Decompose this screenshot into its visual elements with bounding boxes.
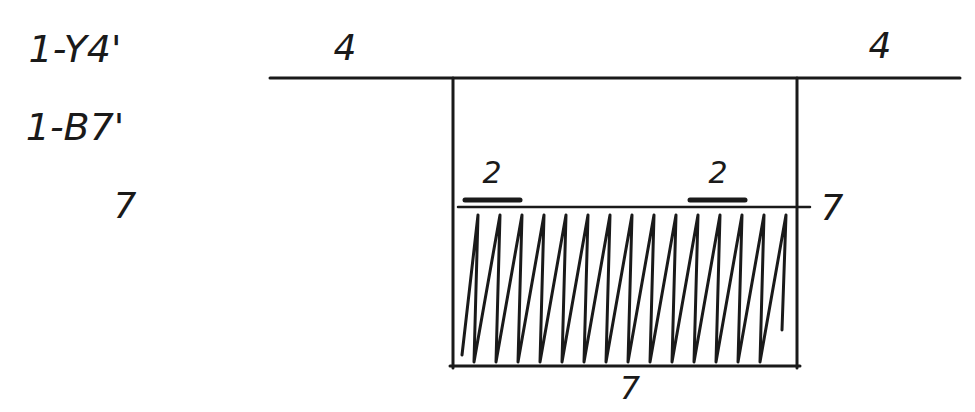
dimension-label: 2 [482,158,501,188]
middle-line [458,206,810,209]
dimension-label: 4 [869,28,892,64]
bar-mark [465,198,520,203]
right-wall [796,78,799,368]
note-text: 1-B7' [26,108,125,146]
hatching [462,215,786,362]
top-line [270,77,960,80]
bar-mark [690,198,745,203]
note-text: 1-Y4' [29,30,122,68]
dimension-label: 7 [821,190,844,226]
dimension-label: 7 [620,372,640,404]
bottom-line [450,365,800,368]
dimension-label: 4 [334,30,357,66]
left-wall [452,78,455,368]
dimension-label: 2 [708,158,727,188]
dimension-label: 7 [114,188,137,224]
